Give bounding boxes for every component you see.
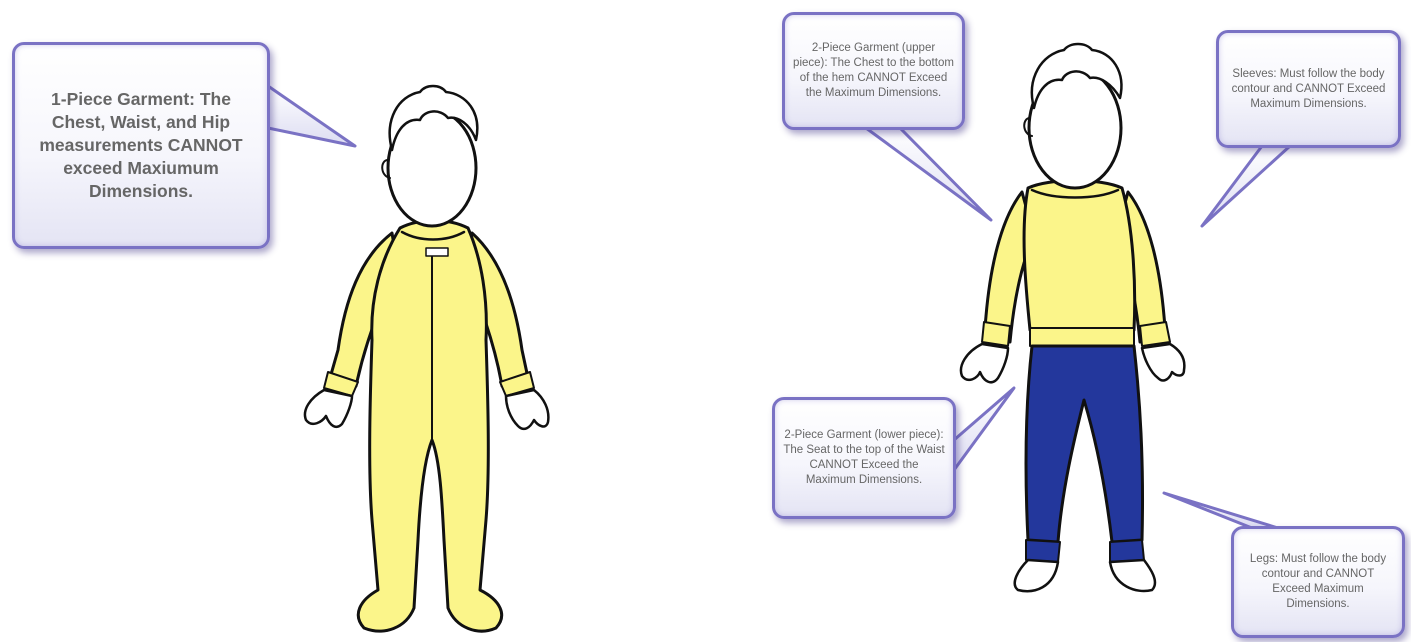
- upper-piece-callout-text: 2-Piece Garment (upper piece): The Chest…: [793, 41, 954, 101]
- two-piece-right-cuff: [1140, 322, 1170, 346]
- one-piece-zipper-pull: [426, 248, 448, 256]
- one-piece-right-hand: [506, 390, 548, 429]
- legs-callout-text: Legs: Must follow the body contour and C…: [1242, 552, 1394, 612]
- two-piece-left-cuff: [982, 322, 1010, 346]
- one-piece-body: [358, 221, 501, 632]
- two-piece-sweater-waistband: [1030, 328, 1134, 346]
- two-piece-left-hand: [961, 344, 1008, 382]
- two-piece-left-pant-cuff: [1026, 540, 1060, 562]
- one-piece-left-hand: [305, 390, 352, 427]
- legs-callout-tail: [1164, 493, 1278, 528]
- two-piece-left-foot: [1015, 560, 1058, 591]
- lower-piece-callout-text: 2-Piece Garment (lower piece): The Seat …: [783, 428, 945, 488]
- sleeves-callout: Sleeves: Must follow the body contour an…: [1216, 30, 1401, 148]
- legs-callout: Legs: Must follow the body contour and C…: [1231, 526, 1405, 638]
- one-piece-garment-callout-text: 1-Piece Garment: The Chest, Waist, and H…: [23, 88, 259, 203]
- one-piece-garment-callout: 1-Piece Garment: The Chest, Waist, and H…: [12, 42, 270, 249]
- lower-piece-callout: 2-Piece Garment (lower piece): The Seat …: [772, 397, 956, 519]
- upper-piece-callout-tail: [866, 128, 991, 220]
- sleeves-callout-tail: [1202, 146, 1290, 226]
- two-piece-child-figure: [961, 44, 1184, 591]
- two-piece-pants: [1026, 346, 1143, 542]
- two-piece-right-hand: [1142, 344, 1184, 380]
- sleeves-callout-text: Sleeves: Must follow the body contour an…: [1227, 67, 1390, 112]
- two-piece-right-pant-cuff: [1110, 540, 1144, 562]
- two-piece-sweater-body: [1024, 181, 1135, 331]
- upper-piece-callout: 2-Piece Garment (upper piece): The Chest…: [782, 12, 965, 130]
- lower-piece-callout-tail: [954, 388, 1014, 470]
- two-piece-right-foot: [1110, 560, 1155, 591]
- one-piece-callout-tail: [268, 86, 355, 146]
- one-piece-child-figure: [305, 86, 548, 631]
